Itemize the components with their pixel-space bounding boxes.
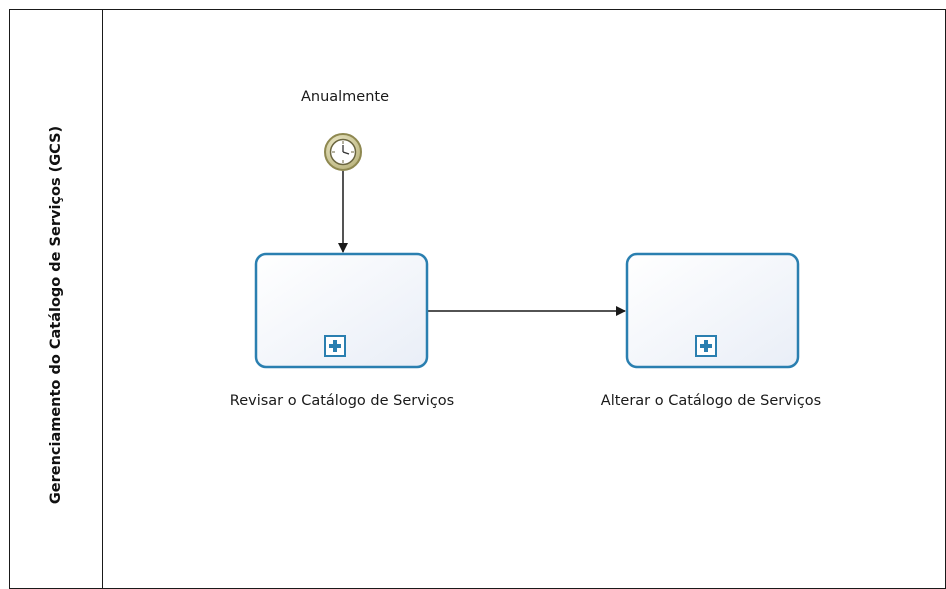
task-box [625, 252, 800, 369]
clock-hand-icon [342, 151, 350, 155]
pool-header: Gerenciamento do Catálogo de Serviços (G… [10, 10, 103, 588]
start-event-label: Anualmente [300, 89, 390, 105]
task-revisar-catalogo[interactable] [254, 252, 429, 369]
task-box [254, 252, 429, 369]
subprocess-plus-icon[interactable] [695, 335, 717, 357]
timer-start-event[interactable] [324, 133, 362, 171]
clock-ticks-icon [332, 141, 354, 163]
task-label-revisar: Revisar o Catálogo de Serviços [229, 393, 455, 409]
subprocess-plus-icon[interactable] [324, 335, 346, 357]
task-label-alterar: Alterar o Catálogo de Serviços [600, 393, 822, 409]
task-alterar-catalogo[interactable] [625, 252, 800, 369]
